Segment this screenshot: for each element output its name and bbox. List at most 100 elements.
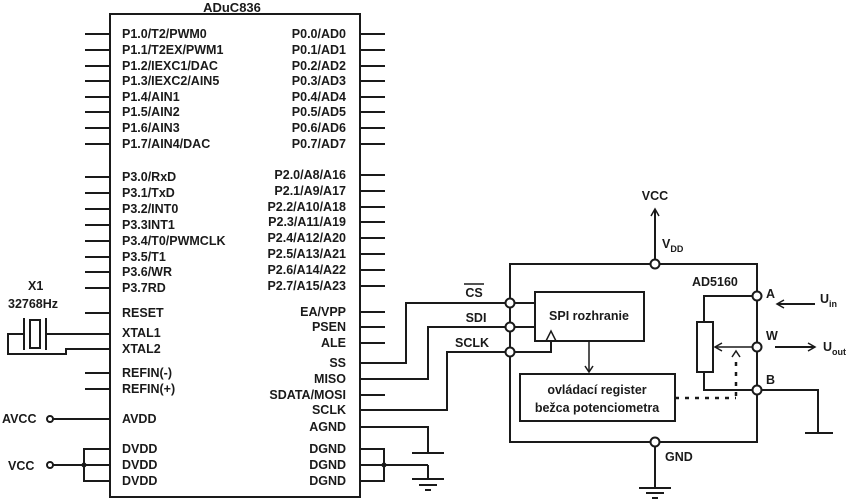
pin-p3-2-label: P3.2/INT0 [122, 202, 178, 216]
vcc-left-terminal [46, 461, 54, 469]
pin-p1-1-label: P1.1/T2EX/PWM1 [122, 43, 223, 57]
b-ground-icon [762, 389, 833, 434]
spi-block [534, 291, 645, 342]
gnd-ground-icon [639, 447, 671, 499]
pin-p0-3-label: P0.3/AD3 [292, 74, 346, 88]
pin-p1-0-label: P1.0/T2/PWM0 [122, 27, 207, 41]
gnd-label: GND [665, 450, 693, 464]
pin-misc-left-2-label: XTAL2 [122, 342, 161, 356]
pin-p0-4-label: P0.4/AD4 [292, 90, 346, 104]
wiper-register-block [519, 373, 676, 422]
terminal-b-label: B [766, 373, 775, 387]
pin-p2-6-label: P2.6/A14/A22 [267, 263, 346, 277]
crystal-freq: 32768Hz [8, 297, 58, 311]
agnd-ground-icon [360, 426, 444, 454]
pin-p1-7-label: P1.7/AIN4/DAC [122, 137, 210, 151]
pin-misc-left-1-label: XTAL1 [122, 326, 161, 340]
uin-arrow-icon [775, 299, 815, 309]
pin-misc-right-4-label: MISO [314, 372, 346, 386]
pin-p0-2-label: P0.2/AD2 [292, 59, 346, 73]
pin-misc-right-9-label: DGND [309, 458, 346, 472]
mcu-right-pins: P0.0/AD0P0.1/AD1P0.2/AD2P0.3/AD3P0.4/AD4… [267, 27, 385, 488]
pin-p3-3-label: P3.3INT1 [122, 218, 175, 232]
potentiometer-icon [696, 295, 757, 391]
pin-p1-5-label: P1.5/AIN2 [122, 105, 180, 119]
terminal-w-node [751, 341, 763, 353]
pin-misc-left-0-label: RESET [122, 306, 164, 320]
pin-p2-7-label: P2.7/A15/A23 [267, 279, 346, 293]
dvdd-bus [53, 448, 110, 482]
pin-p2-3-label: P2.3/A11/A19 [268, 215, 346, 229]
vcc-arrow-icon [650, 207, 660, 264]
terminal-w-label: W [766, 329, 778, 343]
dgnd-ground-icon [360, 448, 444, 491]
pin-misc-right-2-label: ALE [321, 336, 346, 350]
pin-misc-right-8-label: DGND [309, 442, 346, 456]
pin-misc-right-7-label: AGND [309, 420, 346, 434]
pin-misc-left-3-label: REFIN(-) [122, 366, 172, 380]
vdd-node [649, 258, 661, 270]
pin-misc-right-10-label: DGND [309, 474, 346, 488]
pin-misc-right-5-label: SDATA/MOSI [269, 388, 346, 402]
wiper-control-dashed [675, 349, 741, 400]
pin-p3-1-label: P3.1/TxD [122, 186, 175, 200]
gnd-node [649, 436, 661, 448]
pin-misc-right-6-label: SCLK [312, 403, 346, 417]
uout-arrow-icon [775, 342, 817, 352]
sclk-label: SCLK [455, 336, 489, 350]
pin-p0-0-label: P0.0/AD0 [292, 27, 346, 41]
pin-misc-left-7-label: DVDD [122, 458, 157, 472]
pin-p2-0-label: P2.0/A8/A16 [274, 168, 346, 182]
spi-block-label: SPI rozhranie [549, 309, 629, 323]
ad5160-title: AD5160 [692, 275, 738, 289]
crystal-icon [7, 318, 110, 355]
pin-p2-1-label: P2.1/A9/A17 [274, 184, 346, 198]
pin-misc-left-4-label: REFIN(+) [122, 382, 175, 396]
avcc-label: AVCC [2, 412, 37, 426]
pin-misc-left-8-label: DVDD [122, 474, 157, 488]
pin-p3-7-label: P3.7RD [122, 281, 166, 295]
crystal-ref: X1 [28, 279, 43, 293]
register-label-1: ovládací register [547, 383, 646, 397]
avcc-terminal [46, 415, 54, 423]
cs-node [504, 297, 516, 309]
pin-misc-left-6-label: DVDD [122, 442, 157, 456]
sdi-label: SDI [466, 311, 487, 325]
pin-p0-1-label: P0.1/AD1 [292, 43, 346, 57]
pin-p0-7-label: P0.7/AD7 [292, 137, 346, 151]
pin-misc-right-3-label: SS [329, 356, 346, 370]
vdd-label: VDD [662, 237, 684, 254]
vcc-top-label: VCC [642, 189, 668, 203]
mcu-title: ADuC836 [203, 0, 261, 15]
pin-misc-right-1-label: PSEN [312, 320, 346, 334]
pin-p1-4-label: P1.4/AIN1 [122, 90, 180, 104]
pin-p2-2-label: P2.2/A10/A18 [267, 200, 346, 214]
pin-p2-5-label: P2.5/A13/A21 [267, 247, 346, 261]
sclk-node [504, 346, 516, 358]
spi-input-wires [515, 302, 557, 353]
pin-p0-6-label: P0.6/AD6 [292, 121, 346, 135]
mcu-left-pins: P1.0/T2/PWM0P1.1/T2EX/PWM1P1.2/IEXC1/DAC… [85, 27, 226, 488]
pin-misc-right-0-label: EA/VPP [300, 305, 346, 319]
pin-p2-4-label: P2.4/A12/A20 [267, 231, 346, 245]
pin-p3-5-label: P3.5/T1 [122, 250, 166, 264]
pin-p0-5-label: P0.5/AD5 [292, 105, 346, 119]
spi-to-register-arrow-icon [584, 341, 594, 374]
terminal-a-node [751, 290, 763, 302]
sdi-node [504, 321, 516, 333]
register-label-2: bežca potenciometra [535, 401, 660, 415]
spi-wires [360, 302, 510, 411]
uout-label: Uout [823, 340, 846, 357]
pin-p3-6-label: P3.6/WR [122, 265, 172, 279]
vcc-left-label: VCC [8, 459, 34, 473]
uin-label: Uin [820, 292, 837, 309]
pin-p1-2-label: P1.2/IEXC1/DAC [122, 59, 218, 73]
mcu-body [109, 13, 361, 498]
terminal-b-node [751, 384, 763, 396]
pin-p3-4-label: P3.4/T0/PWMCLK [122, 234, 226, 248]
pin-misc-left-5-label: AVDD [122, 412, 157, 426]
pin-p1-6-label: P1.6/AIN3 [122, 121, 180, 135]
terminal-a-label: A [766, 287, 775, 301]
pin-p3-0-label: P3.0/RxD [122, 170, 176, 184]
